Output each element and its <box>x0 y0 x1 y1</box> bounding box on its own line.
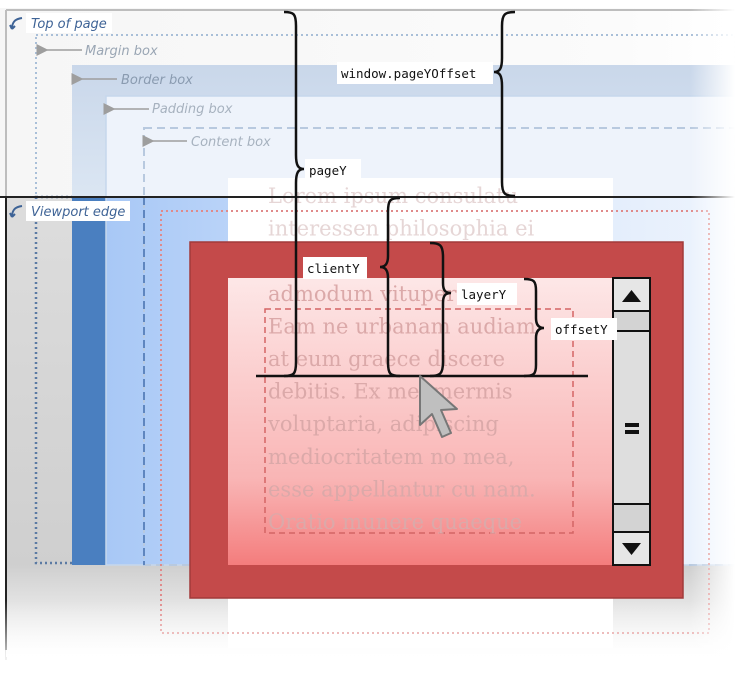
bottom-fade <box>0 600 735 677</box>
label-offset-y: offsetY <box>555 322 608 337</box>
lorem-line: at eum graece discere <box>268 347 505 371</box>
label-border-box: Border box <box>121 73 193 88</box>
scroll-up-arrow-icon <box>622 290 641 302</box>
brace-page-y <box>283 10 305 378</box>
label-client-y: clientY <box>307 261 360 276</box>
lorem-line: debitis. Ex mei mermis <box>268 380 513 404</box>
lorem-line: Eam ne urbanam audiam <box>268 314 536 338</box>
label-box-viewport-edge <box>26 201 130 221</box>
red-element-content-dashed <box>264 308 574 534</box>
label-viewport-edge: Viewport edge <box>31 205 125 220</box>
right-fade <box>690 0 735 677</box>
brace-offset-y <box>523 277 545 378</box>
curved-arrow-icon <box>9 212 16 218</box>
lorem-line: interessen philosophia ei <box>268 217 535 241</box>
label-layer-y: layerY <box>461 287 507 302</box>
label-margin-box: Margin box <box>85 44 158 59</box>
label-box-layer-y <box>457 283 517 305</box>
lorem-line: mediocritatem no mea, <box>268 445 514 469</box>
lorem-line: esse appellantur cu nam. <box>268 477 536 501</box>
scroll-down-arrow-icon <box>622 543 641 555</box>
label-padding-box: Padding box <box>152 102 233 117</box>
label-box-window-page-y-offset <box>337 62 493 84</box>
scrollbar[interactable] <box>612 277 651 566</box>
scroll-thumb[interactable] <box>612 330 651 505</box>
label-content-box: Content box <box>191 135 271 150</box>
label-box-top-of-page <box>26 13 112 33</box>
label-page-y: pageY <box>309 163 347 178</box>
curved-arrow-icon <box>9 24 16 30</box>
lorem-line: Oratio munere quaeque <box>268 510 522 534</box>
label-box-offset-y <box>551 318 617 340</box>
label-box-page-y <box>305 159 361 181</box>
brace-window-page-y-offset <box>493 10 516 198</box>
brace-client-y <box>379 196 401 378</box>
label-top-of-page: Top of page <box>31 17 107 32</box>
mouse-cursor-icon[interactable] <box>419 375 458 438</box>
label-box-client-y <box>303 257 367 279</box>
label-window-page-y-offset: window.pageYOffset <box>341 66 476 81</box>
brace-layer-y <box>429 241 452 378</box>
lorem-line: voluptaria, adipiscing <box>267 412 499 436</box>
scroll-thumb-grip-icon <box>625 423 639 434</box>
